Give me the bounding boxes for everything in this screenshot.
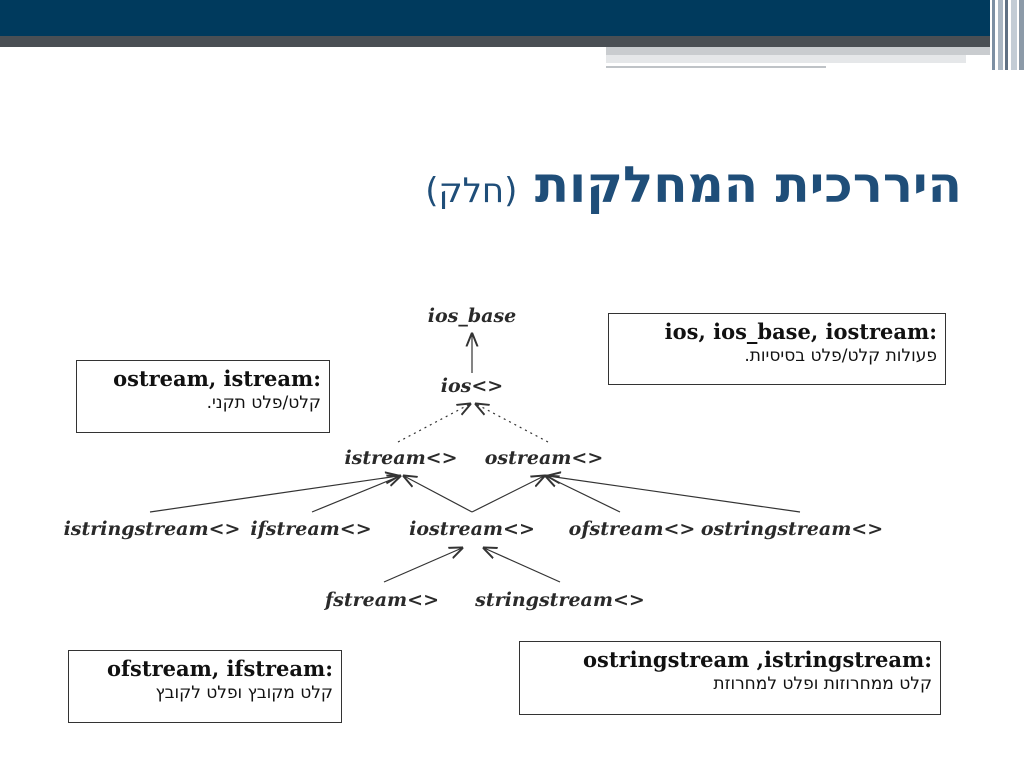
page-title: היררכית המחלקות (חלק) bbox=[425, 160, 962, 210]
info-box-description: קלט/פלט תקני. bbox=[206, 393, 321, 414]
node-fstream: fstream<> bbox=[323, 589, 439, 611]
info-box-description: קלט מקובץ ופלט לקובץ bbox=[155, 683, 334, 704]
info-box-stringstreams: ostringstream ,istringstream: קלט ממחרוז… bbox=[519, 641, 941, 715]
edge-iostream-to-ostream bbox=[471, 476, 544, 513]
edge-ostream-to-ios bbox=[476, 404, 549, 443]
header-accent-line bbox=[606, 66, 826, 68]
header-accent-bar bbox=[606, 47, 1006, 55]
info-box-ios-iostream: ios, ios_base, iostream: פעולות קלט/פלט … bbox=[608, 313, 946, 385]
edge-stringstream-to-iostream bbox=[484, 548, 561, 583]
info-box-description: פעולות קלט/פלט בסיסיות. bbox=[744, 346, 937, 367]
node-ostringstream: ostringstream<> bbox=[701, 518, 883, 540]
header-band bbox=[0, 0, 1024, 36]
edge-istringstream-to-istream bbox=[149, 476, 398, 513]
node-ios: ios<> bbox=[441, 375, 503, 397]
title-main: היררכית המחלקות bbox=[534, 156, 962, 214]
info-box-ostream-istream: ostream, istream: קלט/פלט תקני. bbox=[76, 360, 330, 433]
node-ios-base: ios_base bbox=[428, 305, 516, 327]
node-ifstream: ifstream<> bbox=[250, 518, 371, 540]
node-ostream: ostream<> bbox=[485, 447, 604, 469]
edge-ifstream-to-istream bbox=[311, 476, 400, 513]
info-box-heading: ostream, istream: bbox=[113, 366, 321, 391]
header-stripes bbox=[990, 0, 1024, 70]
node-istringstream: istringstream<> bbox=[64, 518, 241, 540]
edge-fstream-to-iostream bbox=[383, 548, 462, 583]
node-iostream: iostream<> bbox=[409, 518, 535, 540]
title-sub: (חלק) bbox=[425, 171, 518, 211]
info-box-heading: ostringstream ,istringstream: bbox=[583, 647, 932, 672]
header-gray-band bbox=[0, 36, 1024, 47]
info-box-heading: ofstream, ifstream: bbox=[107, 656, 333, 681]
info-box-description: קלט ממחרוזות ופלט למחרוזת bbox=[713, 674, 932, 695]
header-accent-bar-light bbox=[606, 55, 966, 63]
node-istream: istream<> bbox=[344, 447, 457, 469]
info-box-ofstream-ifstream: ofstream, ifstream: קלט מקובץ ופלט לקובץ bbox=[68, 650, 342, 723]
node-stringstream: stringstream<> bbox=[474, 589, 645, 611]
edge-ostringstream-to-ostream bbox=[548, 476, 801, 513]
edge-istream-to-ios bbox=[397, 404, 470, 443]
info-box-heading: ios, ios_base, iostream: bbox=[664, 319, 937, 344]
edge-iostream-to-istream bbox=[404, 476, 473, 513]
node-ofstream: ofstream<> bbox=[569, 518, 696, 540]
